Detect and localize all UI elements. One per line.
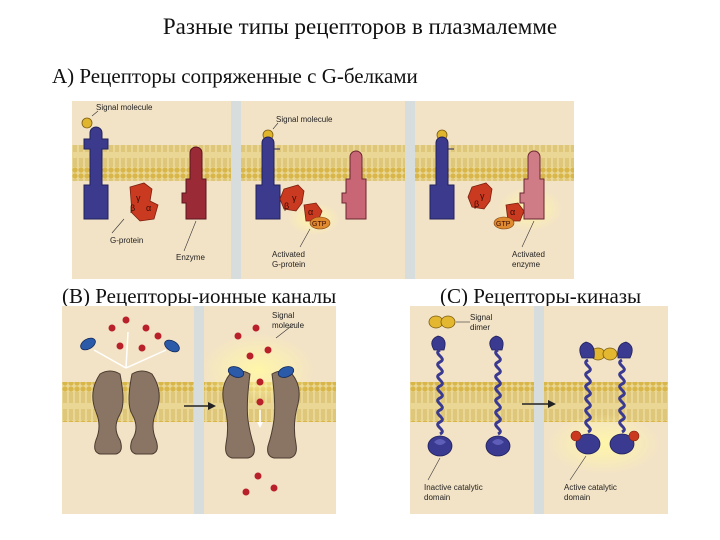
release-arrows	[93, 331, 167, 369]
label-inactive-domain-2: domain	[424, 493, 450, 502]
enzyme-1	[181, 146, 207, 220]
g-protein-3: γ β	[467, 182, 493, 210]
label-activated-enzyme-2: enzyme	[512, 260, 541, 269]
label-signal-molecule-1: Signal molecule	[96, 103, 153, 112]
label-alpha-1: α	[146, 203, 151, 213]
kinase-receptor-inactive-1	[427, 335, 453, 457]
label-alpha-3: α	[510, 207, 515, 217]
label-signal-molecule-2: Signal molecule	[276, 115, 333, 124]
label-gtp-2: GTP	[496, 221, 511, 228]
signal-molecule-icon	[81, 117, 93, 129]
ion-channel-open	[222, 370, 300, 459]
gpcr-receptor-3	[429, 136, 455, 220]
label-inactive-domain-1: Inactive catalytic	[424, 483, 483, 492]
label-beta-1: β	[130, 203, 135, 213]
g-protein-2: γ β α GTP	[279, 184, 331, 230]
panel-a-gpcr-diagram: Signal molecule γ β α G-protein Enzyme S…	[72, 101, 574, 279]
label-signal-dimer-1: Signal	[470, 313, 492, 322]
label-beta-3: β	[474, 199, 479, 209]
label-active-domain-1: Active catalytic	[564, 483, 617, 492]
kinase-receptor-active-2	[609, 341, 640, 455]
label-beta-2: β	[284, 201, 289, 211]
signal-molecule-blue-2	[164, 339, 180, 353]
signal-molecule-bound-1	[227, 366, 245, 378]
label-activated-g-2: G-protein	[272, 260, 305, 269]
panel-b-divider	[194, 306, 204, 514]
signal-molecule-blue-1	[80, 337, 96, 351]
glow-active-domain	[548, 414, 660, 474]
panel-c-divider	[534, 306, 544, 514]
kinase-receptor-inactive-2	[485, 335, 511, 457]
label-activated-enzyme-1: Activated	[512, 250, 545, 259]
label-alpha-2: α	[308, 207, 313, 217]
ions-passing	[234, 324, 278, 496]
signal-dimer-icon	[428, 315, 456, 329]
gpcr-receptor-1	[83, 126, 109, 220]
label-enzyme: Enzyme	[176, 253, 205, 262]
enzyme-2	[341, 150, 367, 220]
label-gtp-1: GTP	[312, 221, 327, 228]
activated-alpha-subunit: α GTP	[493, 202, 525, 230]
panel-c-kinase-diagram: Signal dimer Inactive catalytic domain A…	[410, 306, 668, 514]
slide-title: Разные типы рецепторов в плазмалемме	[162, 14, 558, 39]
section-a-heading: А) Рецепторы сопряженные с G-белками	[52, 64, 418, 88]
label-signal-dimer-2: dimer	[470, 323, 490, 332]
panel-a-membrane	[72, 145, 574, 181]
gtp-badge-1	[309, 216, 331, 230]
enzyme-3-activated	[519, 150, 545, 220]
kinase-receptor-active-1	[570, 341, 601, 455]
section-b-heading: (B) Рецепторы-ионные каналы	[62, 284, 337, 308]
ion-channel-closed	[92, 370, 160, 455]
signal-molecule-bound-2	[277, 366, 295, 378]
panel-b-ion-channel-diagram: Signal molecule	[62, 306, 336, 514]
label-signal-molecule-b-2: molecule	[272, 321, 305, 330]
label-g-protein: G-protein	[110, 236, 143, 245]
label-active-domain-2: domain	[564, 493, 590, 502]
signal-dimer-bound	[590, 347, 618, 361]
label-gamma-1: γ	[136, 193, 141, 203]
panel-a-divider-1	[231, 101, 241, 279]
label-activated-g-1: Activated	[272, 250, 305, 259]
gtp-badge-2	[493, 216, 515, 230]
label-gamma-2: γ	[292, 193, 297, 203]
panel-a-divider-2	[405, 101, 415, 279]
ions-outside-closed	[108, 316, 162, 352]
label-signal-molecule-b-1: Signal	[272, 311, 294, 320]
gpcr-receptor-2	[255, 136, 281, 220]
g-protein-1: γ β α	[129, 182, 159, 222]
section-c-heading: (C) Рецепторы-киназы	[440, 284, 642, 308]
label-gamma-3: γ	[480, 191, 485, 201]
